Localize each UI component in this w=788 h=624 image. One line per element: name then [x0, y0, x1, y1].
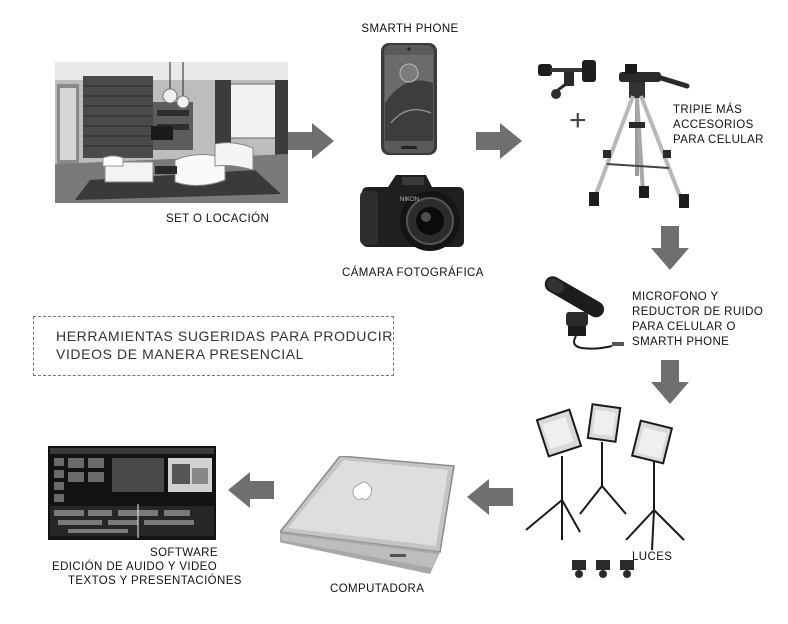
living-room-photo: [55, 62, 288, 203]
svg-text:NIKON: NIKON: [400, 197, 419, 203]
lights-label: LUCES: [632, 551, 673, 563]
tripod-label-line3: PARA CELULAR: [673, 134, 764, 146]
software-label-line1: SOFTWARE: [150, 547, 218, 559]
set-label: SET O LOCACIÓN: [166, 213, 270, 225]
laptop-icon: [280, 456, 455, 574]
software-label-line3: TEXTOS Y PRESENTACIÓNES: [68, 575, 242, 587]
smartphone-icon: [381, 43, 437, 155]
computer-label: COMPUTADORA: [330, 583, 425, 595]
arrow-right-2: [476, 123, 522, 159]
arrow-left-1: [467, 479, 513, 515]
phone-holder-icon: [538, 60, 596, 99]
mic-label-line3: PARA CELULAR O: [632, 321, 736, 333]
video-editor-screen-icon: [48, 446, 216, 540]
tripod-label-line1: TRIPIE MÁS: [673, 104, 743, 116]
arrow-down-2: [651, 360, 689, 404]
arrow-left-2: [228, 472, 274, 508]
mic-label-line1: MICROFONO Y: [632, 291, 719, 303]
arrow-right-1: [288, 123, 334, 159]
studio-lights-icon: [525, 403, 685, 578]
microphone-icon: [544, 276, 624, 350]
arrow-down-1: [651, 226, 689, 270]
note-box: HERRAMIENTAS SUGERIDAS PARA PRODUCIR VID…: [33, 316, 394, 376]
dslr-camera-icon: NIKON: [360, 175, 464, 251]
mic-label-line4: SMARTH PHONE: [632, 336, 730, 348]
tripod-label-line2: ACCESORIOS: [673, 119, 754, 131]
camera-label: CÁMARA FOTOGRÁFICA: [342, 267, 484, 279]
tripod-icon: [589, 64, 690, 208]
phone-label: SMARTH PHONE: [361, 23, 459, 35]
note-line1: HERRAMIENTAS SUGERIDAS PARA PRODUCIR: [56, 328, 393, 344]
plus-sign: +: [569, 104, 587, 137]
mic-label-line2: REDUCTOR DE RUIDO: [632, 306, 764, 318]
software-label-line2: EDICIÓN DE AUIDO Y VIDEO: [52, 561, 218, 573]
note-line2: VIDEOS DE MANERA PRESENCIAL: [56, 346, 305, 362]
